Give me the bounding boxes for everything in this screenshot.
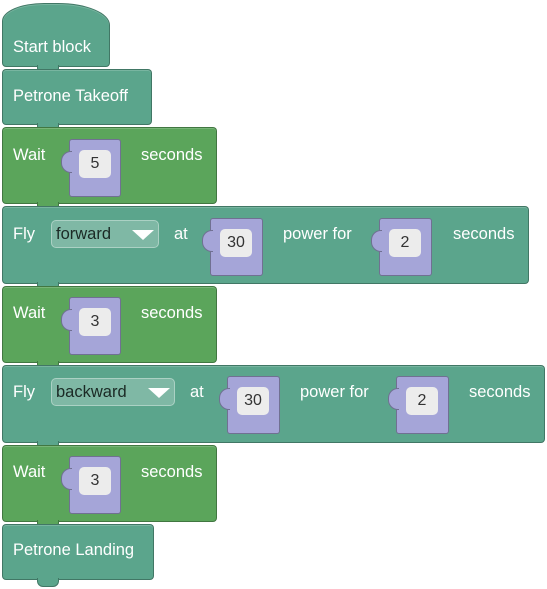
socket-connector [61,151,72,173]
chevron-down-icon [132,230,154,240]
seconds-label: seconds [141,304,203,322]
duration-value-socket: 2 [388,376,449,434]
power-value-socket: 30 [219,376,280,434]
start-block-label: Start block [13,38,91,56]
duration-value-socket: 2 [371,218,432,276]
duration-input[interactable]: 2 [406,387,438,415]
wait-label: Wait [13,146,46,164]
wait-block[interactable]: Wait 5 seconds [2,127,217,211]
power-input[interactable]: 30 [220,229,252,257]
direction-value: backward [56,383,127,401]
wait-label: Wait [13,463,46,481]
fly-block[interactable]: Fly forward at 30 power for 2 seconds [2,206,529,291]
seconds-label: seconds [453,225,515,243]
next-connector [37,578,59,587]
wait-seconds-input[interactable]: 3 [79,467,111,495]
wait-seconds-input[interactable]: 3 [79,308,111,336]
seconds-label: seconds [469,383,531,401]
at-label: at [174,225,188,243]
socket-connector [371,230,382,252]
wait-block[interactable]: Wait 3 seconds [2,445,217,529]
socket-connector [61,468,72,490]
seconds-label: seconds [141,146,203,164]
socket-connector [219,388,230,410]
wait-seconds-input[interactable]: 5 [79,150,111,178]
fly-block[interactable]: Fly backward at 30 power for 2 seconds [2,365,545,450]
landing-label: Petrone Landing [13,541,135,559]
direction-dropdown[interactable]: backward [51,378,175,406]
socket-connector [61,309,72,331]
wait-block[interactable]: Wait 3 seconds [2,286,217,370]
fly-label: Fly [13,225,35,243]
at-label: at [190,383,204,401]
takeoff-label: Petrone Takeoff [13,87,128,105]
wait-value-socket: 3 [61,297,121,355]
socket-connector [388,388,399,410]
power-for-label: power for [300,383,369,401]
power-input[interactable]: 30 [237,387,269,415]
direction-value: forward [56,225,112,243]
wait-label: Wait [13,304,46,322]
chevron-down-icon [148,388,170,398]
power-value-socket: 30 [202,218,263,276]
socket-connector [202,230,213,252]
wait-value-socket: 3 [61,456,121,514]
duration-input[interactable]: 2 [389,229,421,257]
fly-label: Fly [13,383,35,401]
takeoff-block[interactable]: Petrone Takeoff [2,69,152,132]
direction-dropdown[interactable]: forward [51,220,159,248]
power-for-label: power for [283,225,352,243]
start-block[interactable]: Start block [2,3,110,74]
wait-value-socket: 5 [61,139,121,197]
landing-block[interactable]: Petrone Landing [2,524,154,587]
seconds-label: seconds [141,463,203,481]
